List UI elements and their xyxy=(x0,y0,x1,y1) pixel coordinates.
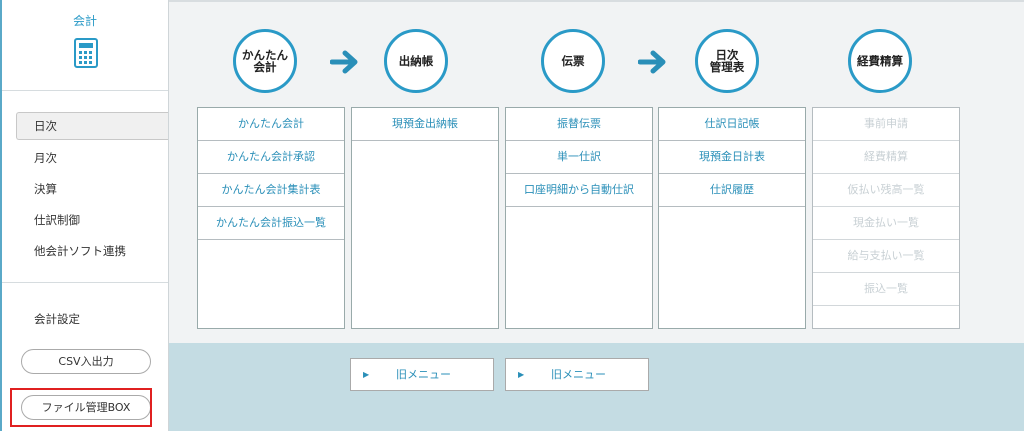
old-menu-label: 旧メニュー xyxy=(551,368,606,381)
old-menu-button-1[interactable]: ▶ 旧メニュー xyxy=(350,358,494,391)
calculator-icon xyxy=(74,38,98,68)
sidebar-divider xyxy=(2,282,168,283)
sidebar-item-journal-control[interactable]: 仕訳制御 xyxy=(34,213,80,227)
circle-kanri[interactable]: 日次 管理表 xyxy=(695,29,759,93)
arrow-right-icon xyxy=(638,50,666,74)
sidebar: 会計 日次 月次 決算 仕訳制御 他会計ソフト連携 会計設定 CSV入出力 ファ… xyxy=(0,0,169,431)
menu-item-disabled: 仮払い残高一覧 xyxy=(813,174,959,207)
play-icon: ▶ xyxy=(518,370,525,379)
old-menu-button-2[interactable]: ▶ 旧メニュー xyxy=(505,358,649,391)
menu-item-disabled: 経費精算 xyxy=(813,141,959,174)
sidebar-item-daily[interactable]: 日次 xyxy=(16,112,168,140)
menu-item-disabled: 給与支払い一覧 xyxy=(813,240,959,273)
sidebar-item-closing[interactable]: 決算 xyxy=(34,182,57,196)
menu-item-disabled: 振込一覧 xyxy=(813,273,959,306)
csv-io-button[interactable]: CSV入出力 xyxy=(21,349,151,374)
menu-item[interactable]: 口座明細から自動仕訳 xyxy=(506,174,652,207)
menu-item[interactable]: 単一仕訳 xyxy=(506,141,652,174)
circle-denpyo[interactable]: 伝票 xyxy=(541,29,605,93)
sidebar-item-monthly[interactable]: 月次 xyxy=(34,151,57,165)
column-keihi: 事前申請 経費精算 仮払い残高一覧 現金払い一覧 給与支払い一覧 振込一覧 xyxy=(812,107,960,329)
play-icon: ▶ xyxy=(363,370,370,379)
circle-kantan[interactable]: かんたん 会計 xyxy=(233,29,297,93)
circle-suitou[interactable]: 出納帳 xyxy=(384,29,448,93)
sidebar-item-settings[interactable]: 会計設定 xyxy=(34,312,80,326)
module-title: 会計 xyxy=(72,14,97,28)
menu-item[interactable]: かんたん会計 xyxy=(198,108,344,141)
menu-item[interactable]: かんたん会計集計表 xyxy=(198,174,344,207)
menu-item[interactable]: 現預金出納帳 xyxy=(352,108,498,141)
arrow-right-icon xyxy=(330,50,358,74)
sidebar-item-other-software[interactable]: 他会計ソフト連携 xyxy=(34,244,126,258)
menu-item-disabled: 現金払い一覧 xyxy=(813,207,959,240)
column-kantan: かんたん会計 かんたん会計承認 かんたん会計集計表 かんたん会計振込一覧 xyxy=(197,107,345,329)
old-menu-label: 旧メニュー xyxy=(396,368,451,381)
circle-keihi[interactable]: 経費精算 xyxy=(848,29,912,93)
file-box-button[interactable]: ファイル管理BOX xyxy=(21,395,151,420)
menu-item[interactable]: かんたん会計承認 xyxy=(198,141,344,174)
menu-item[interactable]: 仕訳日記帳 xyxy=(659,108,805,141)
menu-item[interactable]: 仕訳履歴 xyxy=(659,174,805,207)
column-suitou: 現預金出納帳 xyxy=(351,107,499,329)
menu-item[interactable]: 振替伝票 xyxy=(506,108,652,141)
module-header[interactable]: 会計 xyxy=(2,0,168,91)
menu-item[interactable]: 現預金日計表 xyxy=(659,141,805,174)
column-denpyo: 振替伝票 単一仕訳 口座明細から自動仕訳 xyxy=(505,107,653,329)
menu-item[interactable]: かんたん会計振込一覧 xyxy=(198,207,344,240)
highlight-box xyxy=(10,388,152,427)
menu-item-disabled: 事前申請 xyxy=(813,108,959,141)
sidebar-nav: 日次 月次 決算 仕訳制御 他会計ソフト連携 xyxy=(2,112,168,267)
column-kanri: 仕訳日記帳 現預金日計表 仕訳履歴 xyxy=(658,107,806,329)
main-panel: かんたん 会計 出納帳 伝票 日次 管理表 経費精算 かんたん会計 かんたん会計… xyxy=(169,0,1024,431)
